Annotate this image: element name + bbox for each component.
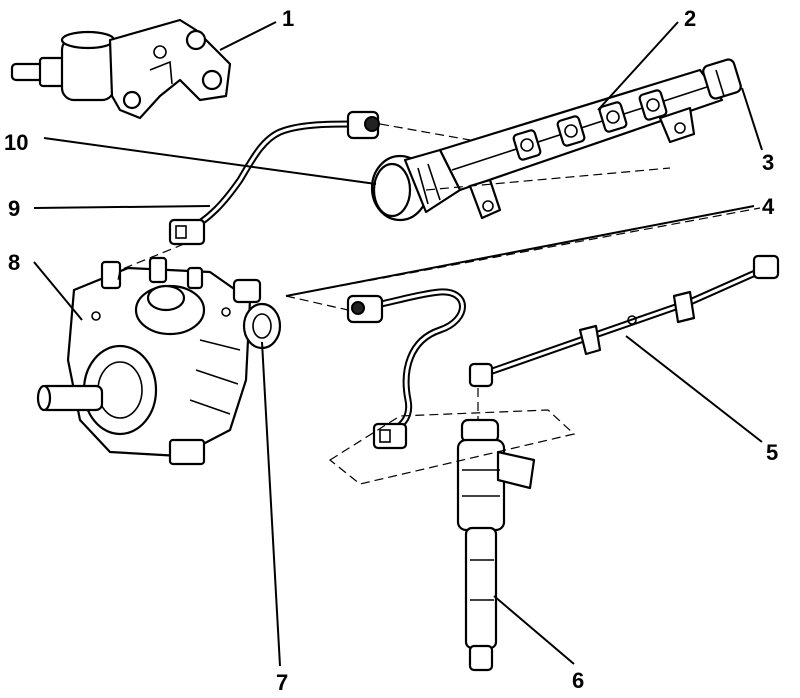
leader-lines (33, 21, 763, 667)
rail-port-3 (598, 101, 628, 133)
part-8-high-pressure-pump (36, 256, 252, 466)
callout-8: 8 (8, 250, 20, 275)
callout-3: 3 (762, 150, 774, 175)
callout-6: 6 (572, 668, 584, 693)
part-5-return-line (468, 254, 780, 388)
callout-numbers: 1 2 3 4 5 6 7 8 9 10 (4, 6, 778, 695)
rail-port-1 (512, 129, 542, 161)
callout-5: 5 (766, 440, 778, 465)
part-1-regulator-bracket (10, 18, 232, 120)
part-9-sensor-harness (168, 110, 380, 246)
callout-1: 1 (282, 6, 294, 31)
callout-7: 7 (276, 670, 288, 695)
callout-9: 9 (8, 196, 20, 221)
part-6-injector (456, 418, 536, 672)
part-10-pressure-sensor (370, 148, 462, 222)
part-7-metering-valve (232, 278, 282, 350)
rail-port-2 (556, 115, 586, 147)
part-3-rail-end-plug (702, 58, 742, 100)
rail-port-4 (638, 89, 668, 121)
callout-2: 2 (684, 6, 696, 31)
part-2-fuel-rail (438, 68, 724, 220)
assembly-guide-lines (117, 123, 761, 485)
part-4-wiring-harness (346, 288, 466, 450)
callout-4: 4 (762, 194, 775, 219)
callout-10: 10 (4, 130, 28, 155)
